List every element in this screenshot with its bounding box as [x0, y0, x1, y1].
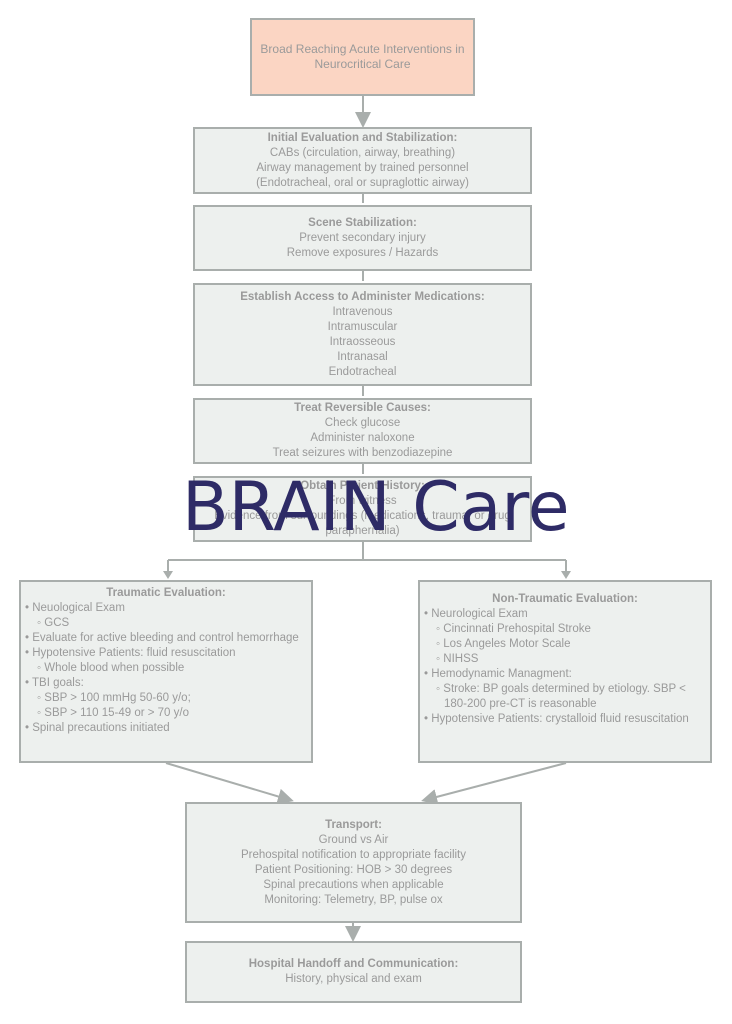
step-line: Intramuscular	[327, 320, 398, 333]
step-line: Remove exposures / Hazards	[286, 246, 439, 259]
non-traumatic-evaluation-box: Non-Traumatic Evaluation: • Neurological…	[418, 580, 712, 763]
step-line: Spinal precautions when applicable	[263, 878, 444, 891]
traumatic-evaluation-box: Traumatic Evaluation: • Neuological Exam…	[19, 580, 313, 763]
step-line: Intravenous	[332, 305, 393, 318]
step-line: Intranasal	[337, 350, 388, 363]
list-item: ◦ Whole blood when possible	[37, 662, 185, 674]
list-item: • Hypotensive Patients: fluid resuscitat…	[25, 647, 236, 659]
step-establish-access: Establish Access to Administer Medicatio…	[193, 283, 532, 386]
list-item: • Neurological Exam	[424, 608, 528, 620]
step-line: Intraosseous	[329, 335, 396, 348]
step-line: Airway management by trained personnel	[256, 161, 469, 174]
list-item: • Spinal precautions initiated	[25, 722, 170, 734]
step-line: From witness	[328, 495, 397, 507]
step-line: History, physical and exam	[285, 973, 422, 985]
traumatic-title: Traumatic Evaluation:	[106, 587, 226, 599]
step-scene-stabilization: Scene Stabilization: Prevent secondary i…	[193, 205, 532, 271]
list-item: ◦ SBP > 100 mmHg 50-60 y/o;	[37, 692, 191, 704]
step-patient-history: Obtain Patient History: From witness Evi…	[193, 476, 532, 542]
list-item: ◦ SBP > 110 15-49 or > 70 y/o	[37, 707, 189, 719]
split-connector	[167, 542, 567, 576]
non-traumatic-title: Non-Traumatic Evaluation:	[492, 593, 638, 605]
step-line: Patient Positioning: HOB > 30 degrees	[254, 863, 453, 876]
top-node-text: Broad Reaching Acute Interventions in Ne…	[260, 42, 465, 71]
list-item: ◦ GCS	[37, 617, 70, 629]
step-line: Prehospital notification to appropriate …	[240, 848, 466, 861]
step-line: Check glucose	[324, 417, 401, 429]
arrow-traumatic-to-transport	[165, 762, 294, 805]
step-title: Treat Reversible Causes:	[294, 402, 431, 414]
step-line: Evidence from surroundings (medications,…	[214, 510, 511, 537]
list-item: • Evaluate for active bleeding and contr…	[25, 632, 299, 644]
top-node: Broad Reaching Acute Interventions in Ne…	[250, 18, 475, 96]
step-title: Initial Evaluation and Stabilization:	[267, 131, 458, 144]
brain-care-overlay-title: BRAIN Care	[182, 468, 570, 547]
step-line: Treat seizures with benzodiazepine	[272, 447, 453, 459]
handoff-box: Hospital Handoff and Communication: Hist…	[185, 941, 522, 1003]
list-item: • Neuological Exam	[25, 602, 125, 614]
step-initial-evaluation: Initial Evaluation and Stabilization: CA…	[193, 127, 532, 194]
step-title: Obtain Patient History:	[300, 480, 425, 492]
step-title: Scene Stabilization:	[308, 216, 417, 229]
step-line: Monitoring: Telemetry, BP, pulse ox	[264, 893, 443, 906]
handoff-title: Hospital Handoff and Communication:	[248, 958, 459, 970]
arrow-nontraumatic-to-transport	[421, 762, 567, 805]
list-item: • TBI goals:	[25, 677, 84, 689]
step-line: Administer naloxone	[310, 432, 415, 444]
list-item: • Hemodynamic Managment:	[424, 668, 572, 680]
step-line: Prevent secondary injury	[299, 231, 426, 244]
list-item: ◦ NIHSS	[436, 653, 479, 665]
step-line: Ground vs Air	[318, 833, 389, 846]
step-title: Establish Access to Administer Medicatio…	[240, 290, 485, 303]
transport-title: Transport:	[325, 818, 382, 831]
list-item: ◦ Los Angeles Motor Scale	[436, 638, 571, 650]
list-item: ◦ Stroke: BP goals determined by etiolog…	[436, 683, 686, 710]
step-line: CABs (circulation, airway, breathing)	[269, 146, 456, 159]
step-line: Endotracheal	[328, 365, 397, 378]
step-line: (Endotracheal, oral or supraglottic airw…	[256, 176, 469, 189]
list-item: ◦ Cincinnati Prehospital Stroke	[436, 623, 591, 635]
transport-box: Transport: Ground vs Air Prehospital not…	[185, 802, 522, 923]
list-item: • Hypotensive Patients: crystalloid flui…	[424, 713, 689, 725]
step-treat-reversible: Treat Reversible Causes: Check glucose A…	[193, 398, 532, 464]
